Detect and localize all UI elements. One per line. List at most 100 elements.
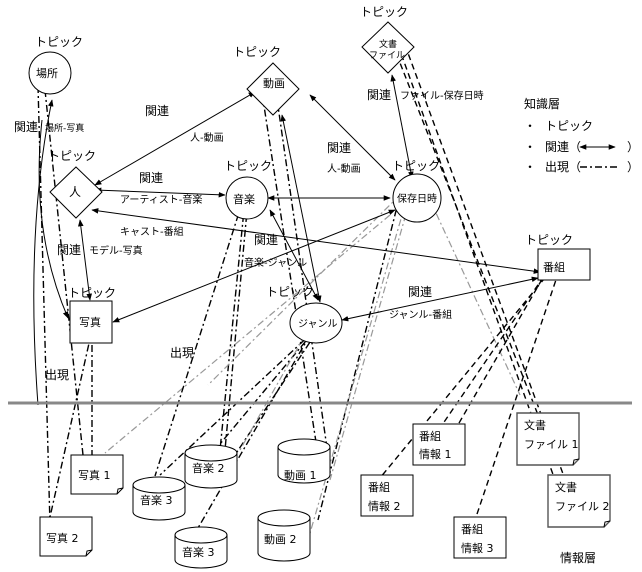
legend-bullet: ・ [524,140,536,154]
topic-ongaku[interactable]: トピック 音楽 [224,159,272,220]
topic-label: トピック [360,5,408,19]
relation-arrows [33,74,541,406]
relation-label: 音楽-ジャンル [244,256,307,269]
relation-label: 出現 [170,346,194,360]
topic-label: トピック [392,159,440,173]
info-item-label: 写真 2 [46,531,79,545]
relation-arrow [94,91,256,186]
info-music-2[interactable]: 音楽 2 [184,444,238,489]
relation-label: ジャンル-番組 [389,308,452,321]
relation-arrow [309,94,396,181]
info-item-label-line2: ファイル 1 [524,438,579,451]
legend-close: ） [627,160,639,174]
info-item-label-line1: 番組 [461,523,483,536]
topic-basho[interactable]: トピック 場所 [28,35,83,95]
info-item-label: 音楽 2 [192,461,225,475]
appearance-line [44,89,84,456]
topic-label: トピック [48,149,96,163]
info-video-1[interactable]: 動画 1 [277,438,331,484]
appearance-line [224,199,249,451]
relation-arrow [94,187,226,198]
info-layer-title: 情報層 [560,551,596,565]
info-music-3a[interactable]: 音楽 3 [132,476,186,521]
legend-item-appearance: 出現（ [545,160,581,174]
info-item-label: 音楽 3 [182,545,215,559]
info-program-3[interactable]: 番組 情報 3 [453,516,507,559]
topic-name-line1: 文書 [379,38,397,50]
info-program-1[interactable]: 番組 情報 1 [412,423,466,466]
topic-label: トピック [233,45,281,59]
relation-arrow [341,276,539,322]
info-item-label: 音楽 3 [140,493,173,507]
info-music-3b[interactable]: 音楽 3 [174,526,228,569]
relation-label: ファイル-保存日時 [400,89,484,102]
topic-name: ジャンル [298,319,338,330]
legend-item-topic: トピック [545,119,593,133]
legend-close: ） [627,140,639,154]
appearance-line [329,199,411,481]
topic-douga[interactable]: トピック 動画 [233,45,300,116]
info-item-label-line1: 文書 [524,418,546,432]
relation-label: 関連 [408,285,432,299]
relation-label: 関連 [145,104,169,118]
topic-hozon-nichiji[interactable]: トピック 保存日時 [392,159,442,223]
info-item-label: 動画 1 [284,468,317,482]
topic-hito[interactable]: トピック 人 [48,149,103,219]
relation-label: 場所-写真 [45,122,84,134]
appearance-line [379,261,559,479]
appearance-line [104,214,391,454]
topic-label: トピック [224,159,272,173]
relation-label: アーティスト-音楽 [120,193,202,206]
topic-name: 人 [69,185,81,199]
appearance-line [197,334,311,529]
relation-label: 人-動画 [327,162,361,175]
legend-bullet: ・ [524,119,536,133]
info-photo-2[interactable]: 写真 2 [39,516,93,557]
info-item-label-line1: 文書 [555,480,577,494]
relation-arrow [280,114,322,303]
topic-bangumi[interactable]: トピック 番組 [525,233,591,281]
topic-name: 保存日時 [397,192,437,205]
appearance-line [307,204,406,541]
relation-label: 関連 [14,120,38,134]
relation-label: キャスト-番組 [120,225,184,238]
relation-label: 関連 [367,88,391,102]
appearance-line [214,329,316,451]
info-document-file-2[interactable]: 文書 ファイル 2 [547,474,611,528]
topic-name: 音楽 [233,192,255,206]
relation-label: モデル-写真 [89,244,143,257]
relation-arrow [33,99,54,406]
topic-shashin[interactable]: トピック 写真 [68,286,116,344]
topic-name: 動画 [263,76,285,90]
info-document-file-1[interactable]: 文書 ファイル 1 [516,412,580,466]
info-item-label-line2: ファイル 2 [555,500,610,513]
relation-label: 人-動画 [190,131,224,144]
relation-arrow [38,119,69,319]
info-item-label-line2: 情報 1 [419,448,452,461]
topic-bunsho-file[interactable]: トピック 文書 ファイル [360,5,415,74]
info-item-label: 動画 2 [264,532,297,546]
appearance-line [37,85,51,526]
legend-item-relation: 関連（ [545,140,581,154]
topic-label: トピック [35,35,83,49]
legend: 知識層 ・ トピック ・ 関連（ ） ・ 出現（ ） [524,97,639,174]
topic-label: トピック [525,233,573,247]
relation-labels: 関連 場所-写真 関連 人-動画 関連 アーティスト-音楽 キャスト-番組 関連… [14,88,484,382]
appearance-line [154,199,244,477]
appearance-line [49,329,93,518]
topic-name: 番組 [543,261,565,274]
appearance-line [234,329,319,456]
info-item-label-line1: 番組 [368,481,390,494]
relation-arrow [390,74,414,179]
appearance-line [474,261,563,521]
topic-name: 写真 [79,315,101,329]
topic-genre[interactable]: トピック ジャンル [266,285,343,344]
topic-label: トピック [266,285,314,299]
info-video-2[interactable]: 動画 2 [257,509,311,562]
info-program-2[interactable]: 番組 情報 2 [360,474,414,517]
info-photo-1[interactable]: 写真 1 [70,454,124,495]
topic-name-line2: ファイル [369,51,405,61]
appearance-line [259,79,319,456]
relation-arrow [269,209,319,301]
relation-label: 関連 [254,233,278,247]
